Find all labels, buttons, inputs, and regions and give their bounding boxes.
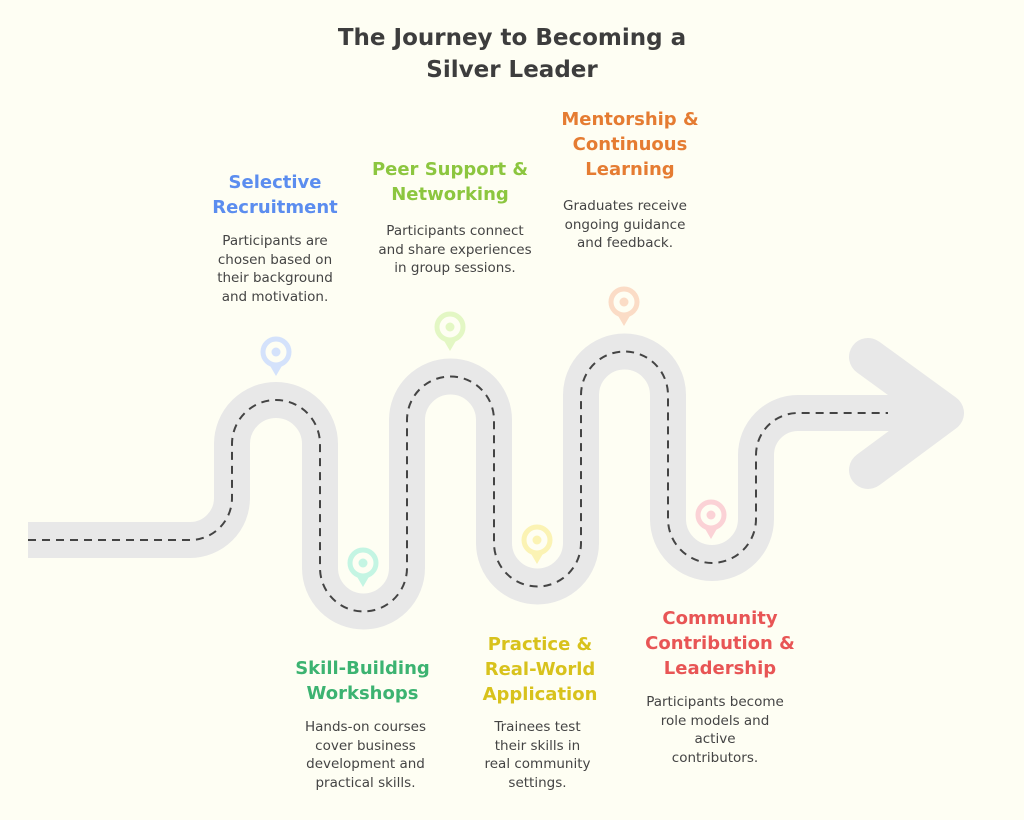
step-3-heading: Peer Support & Networking <box>371 159 529 205</box>
step-1-description: Participants are chosen based on their b… <box>217 233 333 305</box>
road-center-dashes <box>28 350 888 613</box>
arrow-head <box>849 338 964 489</box>
page-title: The Journey to Becoming a Silver Leader <box>337 25 687 83</box>
map-pin-icon <box>260 336 292 376</box>
step-6-heading: Community Contribution & Leadership <box>645 608 795 679</box>
step-5-description: Graduates receive ongoing guidance and f… <box>563 198 687 251</box>
step-5-heading: Mentorship & Continuous Learning <box>561 109 699 180</box>
step-3-description: Participants connect and share experienc… <box>378 223 532 276</box>
step-4-heading: Practice & Real-World Application <box>482 634 598 705</box>
step-1-heading: Selective Recruitment <box>212 172 338 218</box>
step-6-description: Participants become role models and acti… <box>646 694 784 766</box>
map-pin-icon <box>434 311 466 351</box>
winding-road <box>28 333 940 630</box>
map-pin-icon <box>608 286 640 326</box>
map-pin-icon <box>347 547 379 587</box>
step-2-heading: Skill-Building Workshops <box>295 658 430 704</box>
step-2-description: Hands-on courses cover business developm… <box>305 719 426 791</box>
map-pin-icon <box>521 524 553 564</box>
step-4-description: Trainees test their skills in real commu… <box>484 719 591 791</box>
map-pin-icon <box>695 499 727 539</box>
